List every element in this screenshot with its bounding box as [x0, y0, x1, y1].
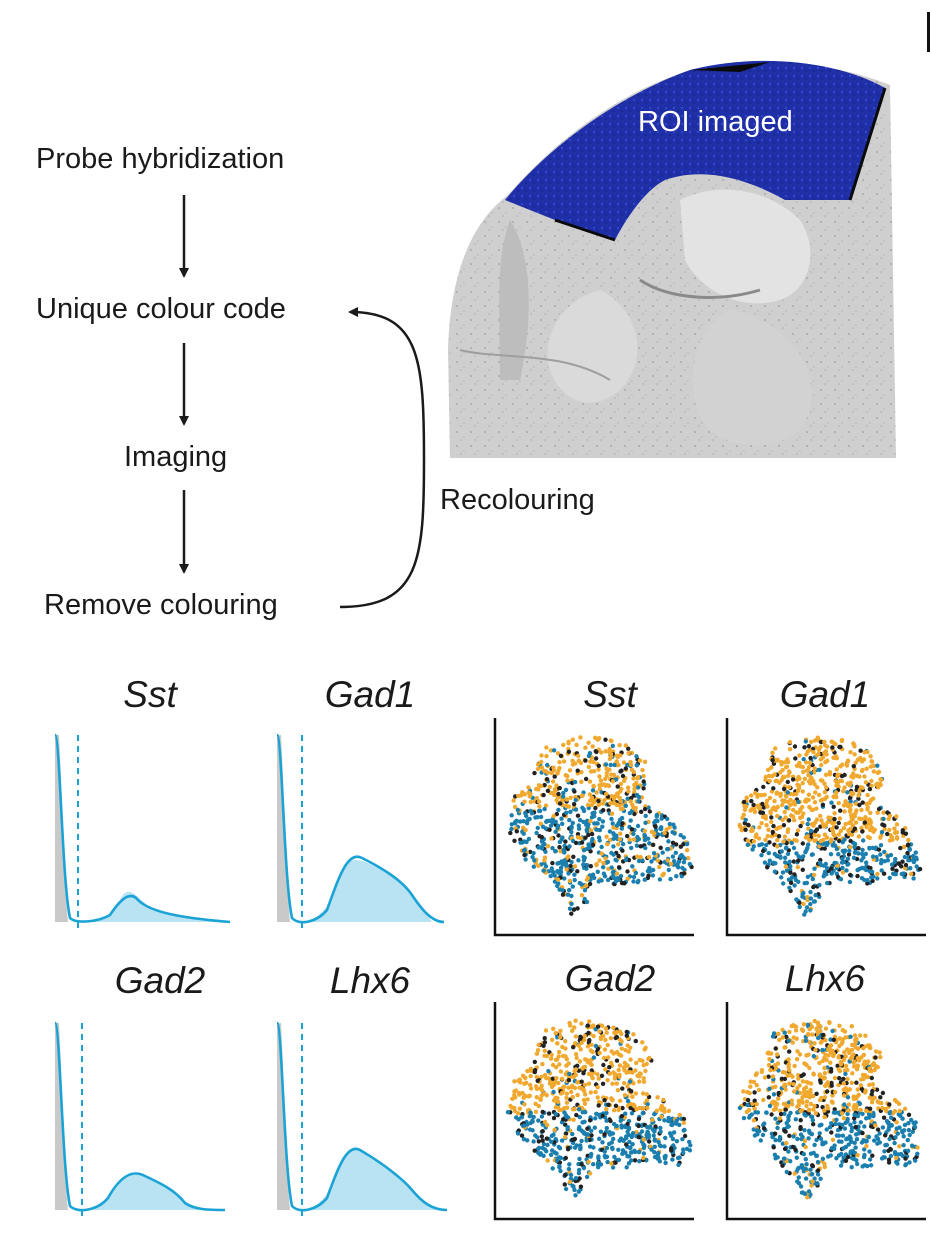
- roi-label: ROI imaged: [638, 106, 793, 138]
- recolouring-label: Recolouring: [440, 484, 595, 516]
- scatter-axes: [725, 1002, 926, 1221]
- scatter-plot-sst: [493, 718, 694, 937]
- step-probe-hybridization: Probe hybridization: [36, 143, 285, 175]
- scatter-plot-lhx6: [725, 1002, 926, 1221]
- density-plot-lhx6: [275, 1021, 448, 1218]
- scatter-plot-gad2: [493, 1002, 694, 1221]
- step-unique-colour-code: Unique colour code: [36, 293, 286, 325]
- corner-marker: [927, 12, 930, 52]
- workflow-arrows: [179, 195, 426, 609]
- step-imaging: Imaging: [124, 441, 228, 473]
- tissue-section-image: [448, 60, 896, 458]
- scatter-points: [737, 1018, 920, 1200]
- scatter-plot-gad1: [725, 718, 926, 937]
- scatter-title-lhx6: Lhx6: [784, 958, 866, 999]
- density-plot-gad1: [275, 733, 445, 930]
- scatter-axes: [493, 1002, 694, 1221]
- step-remove-colouring: Remove colouring: [44, 589, 278, 621]
- density-title-lhx6: Lhx6: [329, 960, 411, 1001]
- scatter-points: [505, 1018, 693, 1198]
- density-plot-sst: [53, 733, 231, 930]
- density-plot-gad2: [53, 1021, 226, 1218]
- scatter-axes: [493, 718, 694, 937]
- scatter-title-sst: Sst: [583, 674, 637, 715]
- recolouring-loop-arrow: [339, 307, 426, 609]
- density-title-gad2: Gad2: [114, 960, 206, 1001]
- scatter-title-gad1: Gad1: [779, 674, 871, 715]
- scatter-points: [508, 735, 694, 916]
- scatter-title-gad2: Gad2: [564, 958, 656, 999]
- roi-region: [505, 60, 885, 240]
- density-title-gad1: Gad1: [324, 674, 416, 715]
- scatter-axes: [725, 718, 926, 937]
- density-title-sst: Sst: [123, 674, 177, 715]
- scatter-points: [737, 735, 923, 917]
